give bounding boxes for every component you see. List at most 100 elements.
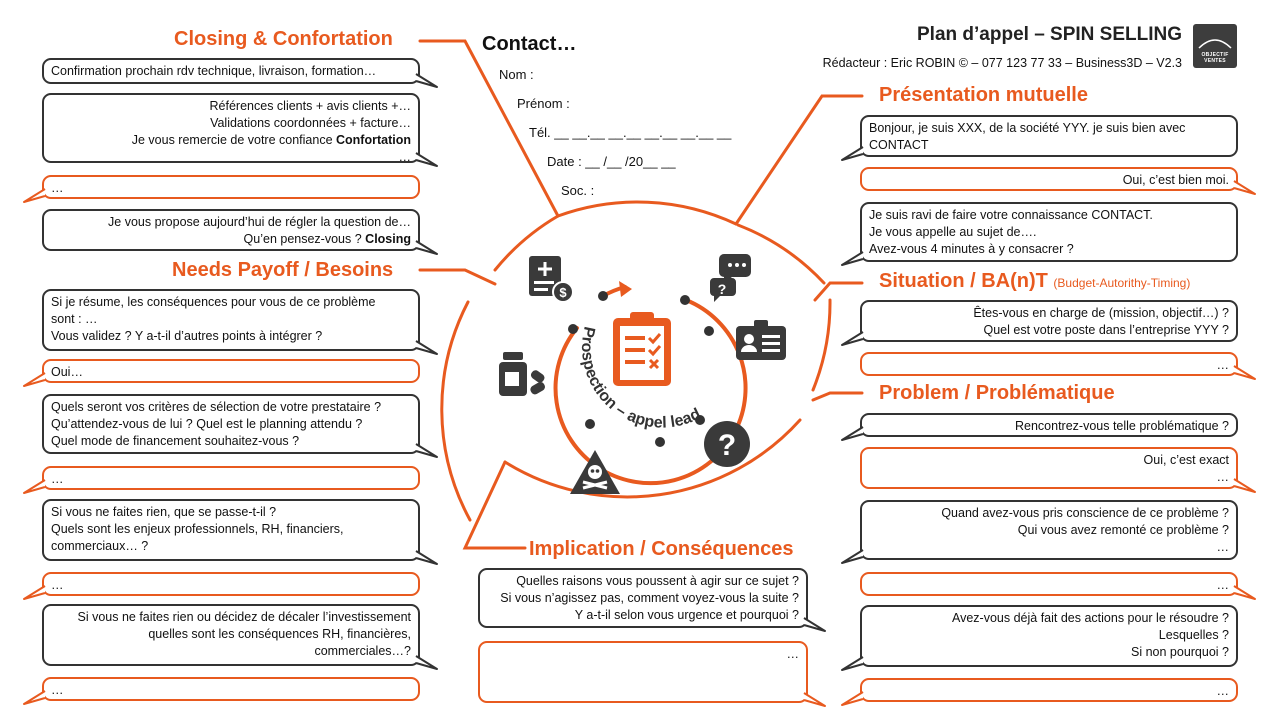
bubble-tail: [841, 146, 864, 161]
bubble-line: Quel mode de financement souhaitez-vous …: [51, 433, 411, 450]
bubble-line: Rencontrez-vous telle problématique ?: [869, 418, 1229, 435]
bubble-line: CONTACT: [869, 137, 1229, 154]
contact-title: Contact…: [482, 33, 577, 55]
needs-bubble-2[interactable]: Oui…: [42, 359, 420, 383]
needs-bubble-1: Si je résume, les conséquences pour vous…: [42, 289, 420, 351]
bubble-line-text: Si vous ne faites rien ou décidez de déc…: [77, 610, 411, 624]
bubble-tail: [841, 691, 864, 706]
logo-arc-icon: [1198, 39, 1232, 49]
page-title: Plan d’appel – SPIN SELLING: [917, 24, 1182, 45]
bubble-line: Je vous propose aujourd’hui de régler la…: [51, 214, 411, 231]
presentation-bubble-2[interactable]: Oui, c’est bien moi.: [860, 167, 1238, 191]
implication-bubble-2[interactable]: …: [478, 641, 808, 703]
bubble-line-text: Quel mode de financement souhaitez-vous …: [51, 434, 300, 448]
needs-bubble-4[interactable]: …: [42, 466, 420, 490]
author-line: Rédacteur : Eric ROBIN © – 077 123 77 33…: [822, 56, 1182, 70]
bubble-bold-label: Closing: [361, 232, 411, 246]
bubble-line-text: Si non pourquoi ?: [1131, 645, 1229, 659]
id-badge-icon: [736, 320, 786, 360]
bubble-line-text: …: [1216, 684, 1230, 698]
contact-field-tel[interactable]: Tél. __ __.__ __.__ __.__ __.__ __: [529, 125, 732, 140]
needs-bubble-6[interactable]: …: [42, 572, 420, 596]
bubble-line: commerciales…?: [51, 643, 411, 660]
closing-bubble-4: Je vous propose aujourd’hui de régler la…: [42, 209, 420, 251]
bubble-tail: [841, 549, 864, 564]
bubble-line-text: Si vous n’agissez pas, comment voyez-vou…: [500, 591, 799, 605]
bubble-line: Validations coordonnées + facture…: [51, 115, 411, 132]
bubble-tail: [415, 152, 438, 167]
bubble-line: …: [51, 149, 412, 166]
contact-field-soc[interactable]: Soc. :: [561, 183, 595, 198]
bubble-line: Oui, c’est exact: [869, 452, 1229, 469]
heading-needs: Needs Payoff / Besoins: [172, 259, 394, 281]
bubble-line: commerciaux… ?: [51, 538, 411, 555]
bubble-line: …: [51, 180, 411, 197]
bubble-line: Oui…: [51, 364, 411, 381]
connector-implication: [462, 460, 527, 550]
bubble-tail: [415, 550, 438, 565]
bubble-line-text: sont : …: [51, 312, 98, 326]
bubble-line: Qu’en pensez-vous ? Closing: [51, 231, 411, 248]
bubble-line-text: …: [51, 181, 64, 195]
bubble-line-text: CONTACT: [869, 138, 929, 152]
needs-bubble-3: Quels seront vos critères de sélection d…: [42, 394, 420, 454]
needs-bubble-8[interactable]: …: [42, 677, 420, 701]
poison-warning-icon: [570, 450, 620, 494]
problem-bubble-5: Avez-vous déjà fait des actions pour le …: [860, 605, 1238, 667]
heading-implication: Implication / Conséquences: [529, 538, 794, 560]
bubble-line-text: Oui…: [51, 365, 83, 379]
implication-bubble-1: Quelles raisons vous poussent à agir sur…: [478, 568, 808, 628]
contact-field-prenom[interactable]: Prénom :: [517, 96, 570, 111]
problem-bubble-6[interactable]: …: [860, 678, 1238, 702]
bubble-tail: [415, 73, 438, 88]
bubble-line: Quand avez-vous pris conscience de ce pr…: [869, 505, 1229, 522]
bubble-line-text: …: [1216, 540, 1230, 554]
bubble-line-text: Validations coordonnées + facture…: [210, 116, 411, 130]
heading-situation: Situation / BA(n)T (Budget-Autorithy-Tim…: [879, 270, 1190, 293]
outer-circle-arc: [503, 418, 802, 499]
bubble-line-text: Vous validez ? Y a-t-il d’autres points …: [51, 329, 323, 343]
bubble-line: Si je résume, les conséquences pour vous…: [51, 294, 411, 311]
bubble-line: sont : …: [51, 311, 411, 328]
bubble-line-text: Bonjour, je suis XXX, de la société YYY.…: [869, 121, 1186, 135]
problem-bubble-3: Quand avez-vous pris conscience de ce pr…: [860, 500, 1238, 560]
bubble-tail: [841, 656, 864, 671]
bubble-line: Je vous appelle au sujet de….: [869, 224, 1229, 241]
bubble-tail: [803, 692, 826, 707]
problem-bubble-1: Rencontrez-vous telle problématique ?: [860, 413, 1238, 437]
bubble-line-text: …: [1216, 470, 1230, 484]
problem-bubble-4[interactable]: …: [860, 572, 1238, 596]
heading-situation-subtitle: (Budget-Autorithy-Timing): [1053, 276, 1191, 290]
needs-bubble-5: Si vous ne faites rien, que se passe-t-i…: [42, 499, 420, 561]
svg-text:?: ?: [718, 281, 727, 297]
bubble-line-text: Qui vous avez remonté ce problème ?: [1017, 523, 1229, 537]
svg-text:$: $: [559, 285, 567, 300]
bubble-line: Avez-vous 4 minutes à y consacrer ?: [869, 241, 1229, 258]
bubble-line-text: Confirmation prochain rdv technique, liv…: [51, 64, 377, 78]
bubble-line-text: Oui, c’est exact: [1143, 453, 1229, 467]
bubble-tail: [415, 340, 438, 355]
bubble-line: …: [869, 469, 1230, 486]
bubble-tail: [415, 655, 438, 670]
closing-bubble-3[interactable]: …: [42, 175, 420, 199]
bubble-line: Si vous ne faites rien ou décidez de déc…: [51, 609, 411, 626]
medicine-icon: [499, 352, 545, 396]
bubble-line: Qui vous avez remonté ce problème ?: [869, 522, 1229, 539]
contact-field-date[interactable]: Date : __ /__ /20__ __: [547, 154, 676, 169]
bubble-line-text: …: [1216, 578, 1230, 592]
heading-situation-text: Situation / BA(n)T: [879, 270, 1048, 292]
needs-bubble-7: Si vous ne faites rien ou décidez de déc…: [42, 604, 420, 666]
problem-bubble-2[interactable]: Oui, c’est exact …: [860, 447, 1238, 489]
bubble-line: quelles sont les conséquences RH, financ…: [51, 626, 411, 643]
bubble-line-text: Références clients + avis clients +…: [209, 99, 411, 113]
situation-bubble-2[interactable]: …: [860, 352, 1238, 376]
contact-field-nom[interactable]: Nom :: [499, 67, 534, 82]
bubble-line-text: quelles sont les conséquences RH, financ…: [148, 627, 411, 641]
bubble-line-text: Quelles raisons vous poussent à agir sur…: [516, 574, 799, 588]
connector-situation: [813, 281, 864, 302]
bubble-line: Confirmation prochain rdv technique, liv…: [51, 63, 411, 80]
heading-closing: Closing & Confortation: [174, 28, 393, 50]
bubble-line-text: …: [1216, 358, 1230, 372]
outer-circle-arc: [493, 214, 560, 272]
closing-bubble-1: Confirmation prochain rdv technique, liv…: [42, 58, 420, 84]
